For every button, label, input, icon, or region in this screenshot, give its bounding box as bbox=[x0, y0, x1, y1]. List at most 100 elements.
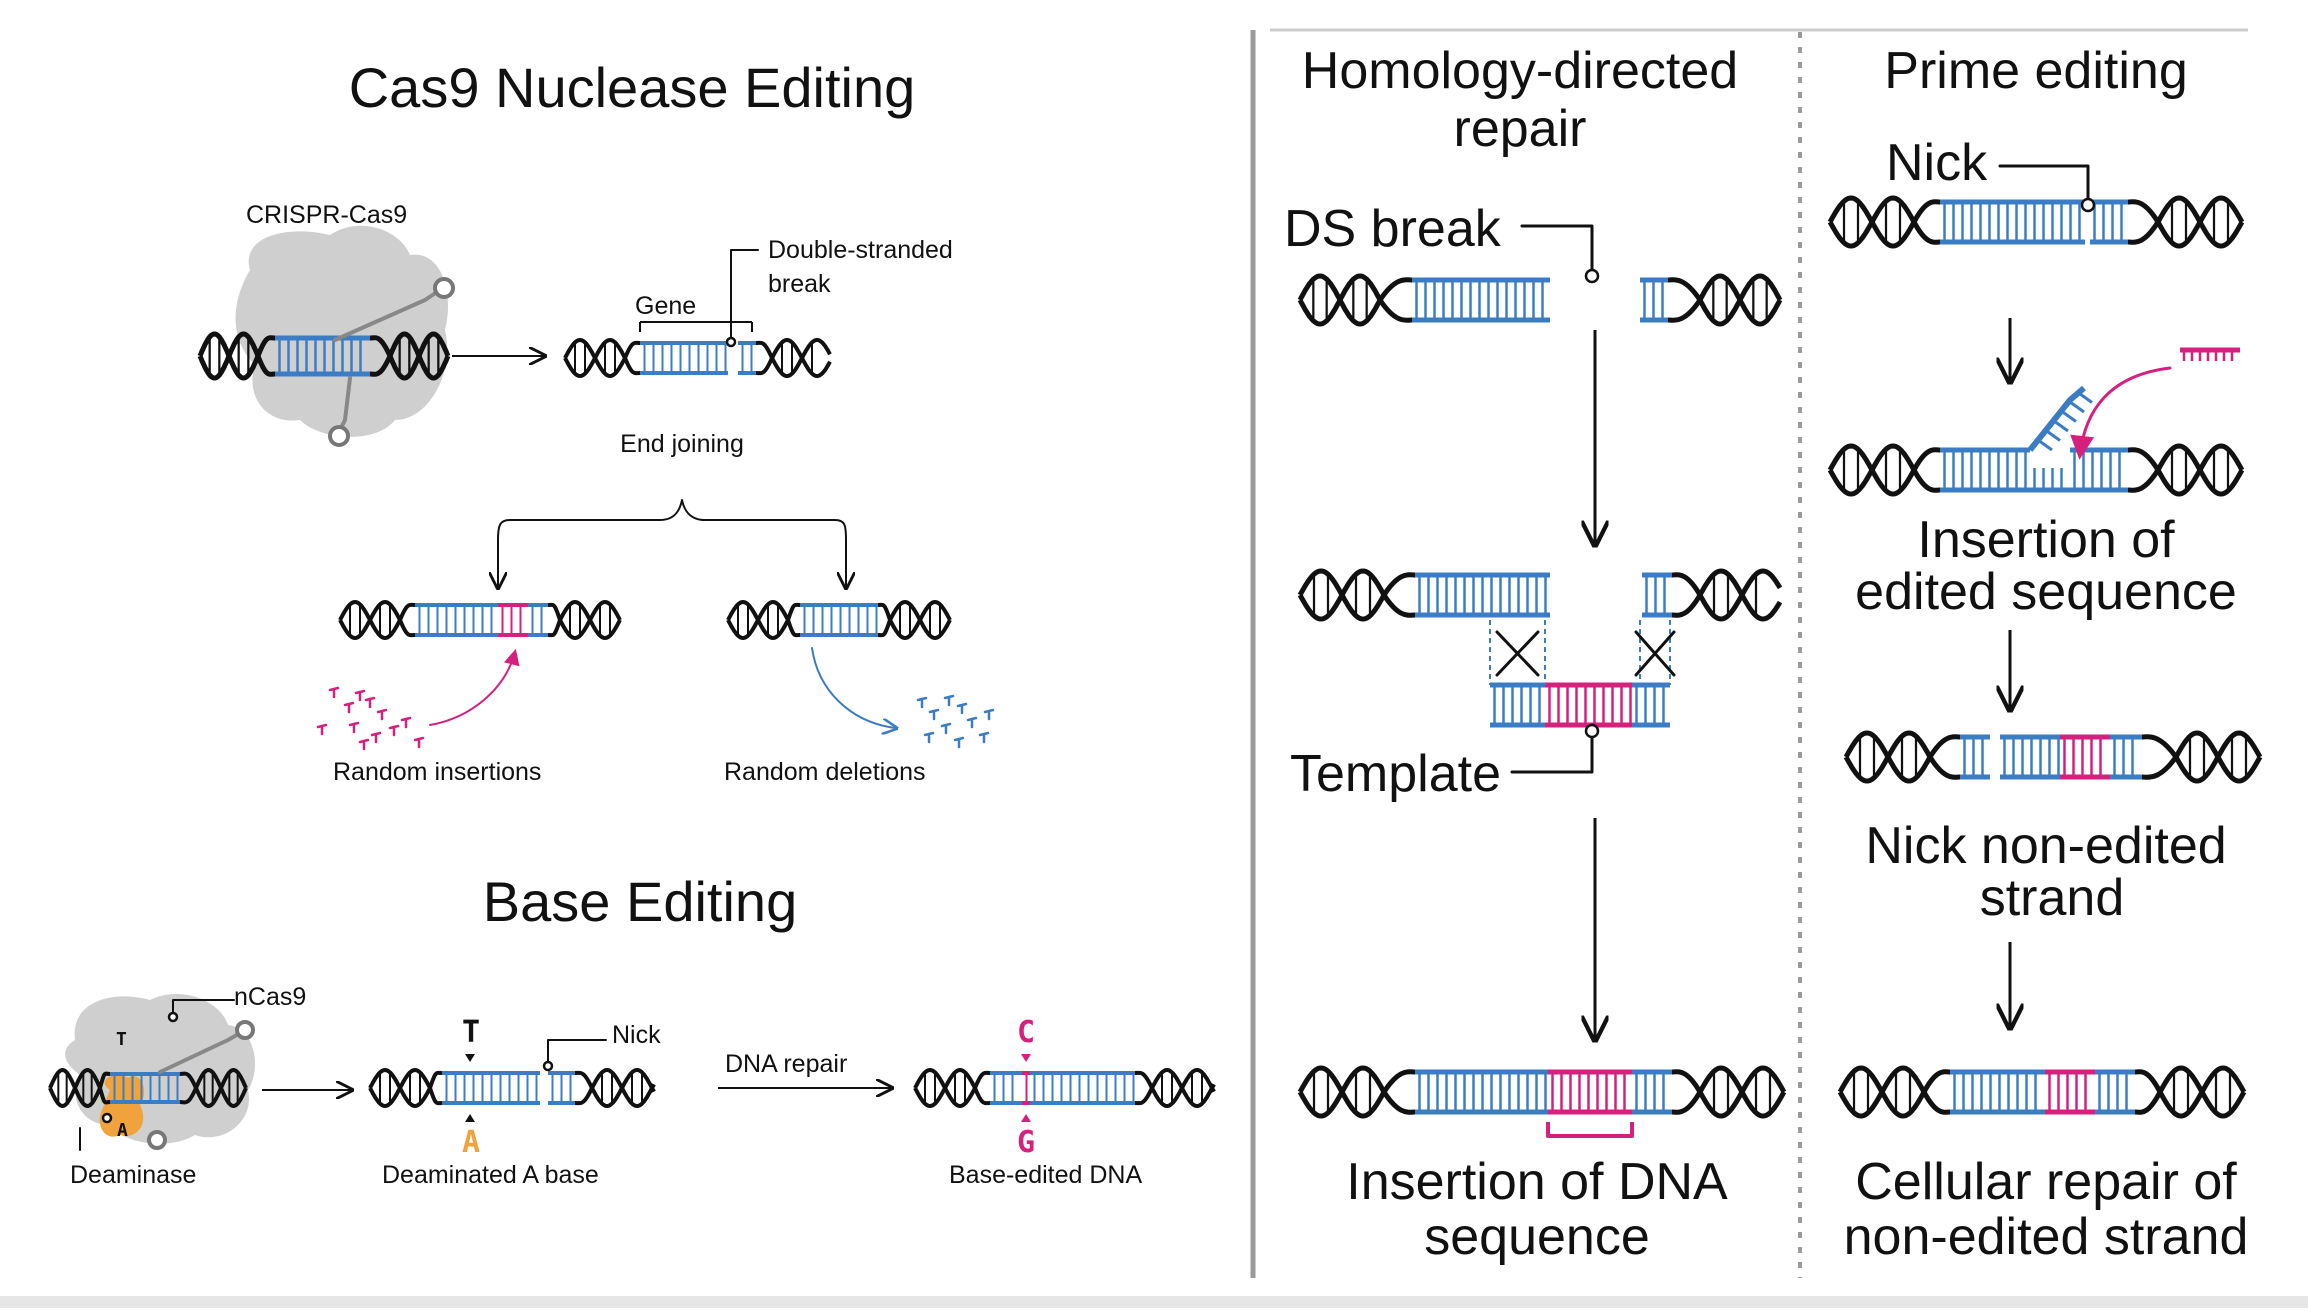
deaminated-label: Deaminated A base bbox=[382, 1161, 599, 1189]
connector bbox=[2132, 1069, 2163, 1095]
left-helix bbox=[1843, 730, 1933, 784]
helix-strand bbox=[1827, 195, 1917, 249]
right-helix bbox=[2173, 730, 2263, 784]
rna-loop-icon bbox=[433, 277, 455, 299]
base-g-label: G bbox=[1017, 1125, 1036, 1160]
break-label-line2: break bbox=[768, 270, 831, 298]
nucleotide-fragment bbox=[978, 731, 990, 744]
ncas9-label: nCas9 bbox=[234, 983, 307, 1011]
connector bbox=[1377, 297, 1415, 323]
connector bbox=[876, 618, 892, 638]
ncas9-protein-icon bbox=[65, 994, 256, 1144]
connector bbox=[786, 618, 802, 638]
connector bbox=[623, 340, 642, 360]
left-helix bbox=[48, 1067, 102, 1109]
left-helix bbox=[1297, 1065, 1387, 1119]
deletion-arrow bbox=[811, 647, 895, 728]
helix-strand bbox=[1297, 568, 1387, 622]
connector bbox=[1665, 297, 1703, 323]
left-helix bbox=[563, 337, 627, 379]
nucleotide-fragment bbox=[328, 686, 340, 699]
helix-strand bbox=[1150, 1068, 1216, 1108]
helix-strand bbox=[1297, 1065, 1387, 1119]
right-helix bbox=[558, 599, 622, 641]
template-label: Template bbox=[1290, 745, 1501, 803]
left-helix bbox=[1297, 568, 1387, 622]
prime-nick-pin bbox=[2080, 197, 2096, 213]
break-label-line1: Double-stranded bbox=[768, 236, 953, 264]
ladder bbox=[640, 341, 756, 375]
helix-strand bbox=[2173, 730, 2263, 784]
random-insertions-label: Random insertions bbox=[333, 758, 542, 786]
connector bbox=[546, 618, 562, 638]
helix-strand bbox=[1697, 568, 1783, 622]
nucleotide-fragment bbox=[940, 722, 952, 735]
helix-strand bbox=[1697, 273, 1783, 327]
tick-arrow-a bbox=[465, 1114, 475, 1122]
helix-strand bbox=[194, 1067, 248, 1109]
connector bbox=[1381, 1069, 1418, 1095]
right-helix bbox=[770, 338, 832, 378]
helix-strand bbox=[368, 1067, 432, 1109]
nuclease-title: Cas9 Nuclease Editing bbox=[348, 56, 916, 119]
crossover-x-icon bbox=[1495, 630, 1540, 677]
helix-strand bbox=[558, 599, 622, 641]
nucleotide-fragment bbox=[376, 708, 388, 721]
connector bbox=[1133, 1086, 1154, 1106]
insertion-arrow bbox=[429, 648, 520, 726]
helix-strand bbox=[563, 337, 627, 379]
ds-break-leader bbox=[1520, 224, 1594, 274]
right-helix bbox=[194, 1067, 248, 1109]
prime-nick-label: Nick bbox=[1886, 134, 1988, 192]
connector bbox=[1377, 277, 1415, 303]
connector bbox=[98, 1086, 112, 1105]
helix-strand bbox=[1297, 273, 1383, 327]
connector bbox=[1669, 572, 1703, 598]
flap-base bbox=[2077, 391, 2093, 404]
crispr-label: CRISPR-Cas9 bbox=[246, 201, 408, 229]
right-helix bbox=[1697, 273, 1783, 327]
hdr-result-line2: sequence bbox=[1424, 1208, 1650, 1266]
ladder bbox=[1940, 447, 2128, 493]
nick-label-small: Nick bbox=[612, 1021, 661, 1049]
flap-base bbox=[2053, 419, 2069, 433]
hdr-result-line1: Insertion of DNA bbox=[1346, 1153, 1728, 1211]
nick-nonedited-line1: Nick non-edited bbox=[1865, 817, 2227, 875]
connector bbox=[255, 353, 278, 377]
deaminase-pin bbox=[101, 1112, 113, 1124]
fragment-arrow bbox=[2070, 366, 2172, 460]
nucleotide-fragment bbox=[370, 731, 382, 744]
connector bbox=[98, 1071, 112, 1090]
flap-base bbox=[2045, 429, 2061, 442]
connector bbox=[1911, 199, 1943, 225]
connector bbox=[754, 356, 774, 376]
connector bbox=[1669, 1069, 1703, 1095]
connector bbox=[178, 1086, 198, 1105]
left-helix bbox=[1297, 273, 1383, 327]
nick-nonedited-line2: strand bbox=[1979, 869, 2125, 927]
helix-strand bbox=[48, 1067, 102, 1109]
ladder bbox=[275, 335, 370, 377]
prime-title: Prime editing bbox=[1884, 42, 2188, 100]
connector bbox=[2125, 199, 2161, 225]
connector bbox=[876, 602, 892, 622]
break-leader bbox=[730, 249, 759, 343]
connector bbox=[428, 1070, 444, 1090]
connector bbox=[1911, 219, 1943, 245]
ncas9-pin bbox=[167, 1011, 179, 1023]
end-joining-brace-left bbox=[498, 519, 511, 588]
connector bbox=[398, 602, 417, 622]
template-pin bbox=[1584, 723, 1600, 739]
ladder bbox=[1415, 572, 1672, 618]
crossover-x-icon bbox=[1634, 630, 1676, 677]
connector bbox=[1927, 754, 1963, 780]
connector bbox=[178, 1071, 198, 1090]
end-joining-brace bbox=[509, 499, 846, 588]
nucleotide-fragment bbox=[953, 736, 965, 749]
connector bbox=[367, 335, 393, 359]
left-helix bbox=[1827, 195, 1917, 249]
connector bbox=[2139, 734, 2179, 760]
helix-strand bbox=[1837, 1065, 1927, 1119]
rna-loop-icon bbox=[235, 1020, 255, 1040]
nucleotide-fragment bbox=[923, 731, 935, 744]
